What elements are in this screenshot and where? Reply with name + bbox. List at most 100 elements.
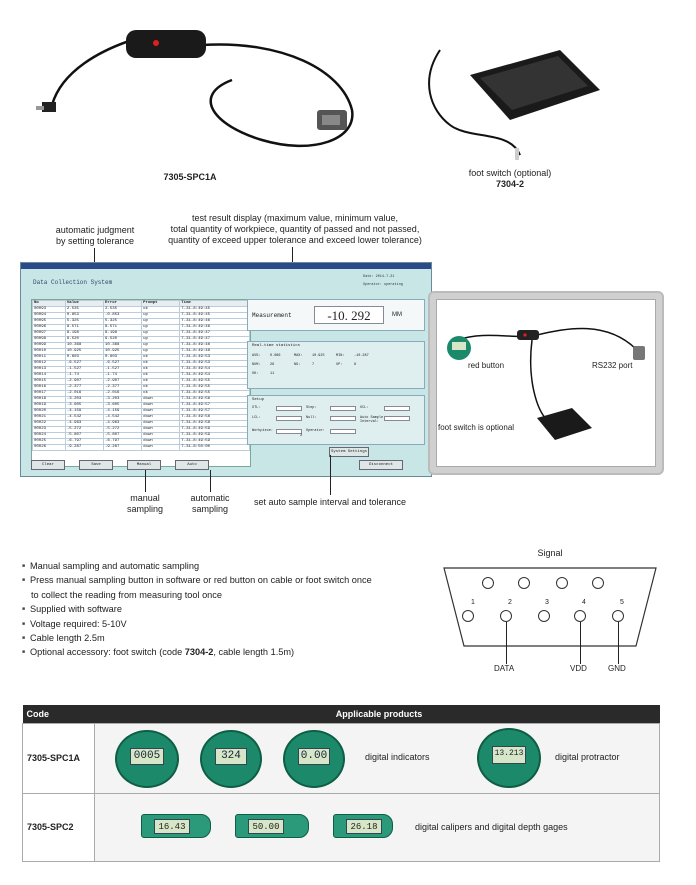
pin-number: 5	[620, 599, 624, 606]
operator-label: Operator: operating	[363, 283, 403, 287]
pin-5-lead	[618, 622, 619, 664]
stat-item: 7	[312, 363, 315, 367]
photo-label-red-button: red button	[468, 361, 505, 370]
row2-text: digital calipers and digital depth gages	[415, 821, 568, 832]
signal-title: Signal	[537, 548, 563, 558]
pin-top	[556, 577, 568, 589]
stat-item: NG:	[294, 363, 301, 367]
stat-item: AVG:	[252, 354, 261, 358]
table-cell: 7-31-8:50:00	[179, 444, 250, 451]
stats-title: Real-time statistics	[252, 344, 301, 348]
foot-switch-label: foot switch (optional)	[468, 168, 552, 178]
signal-data-label: DATA	[494, 664, 515, 673]
feature-item: Manual sampling and automatic sampling	[22, 560, 372, 574]
pin-top	[482, 577, 494, 589]
feature-accessory-prefix: Optional accessory: foot switch (code	[30, 647, 185, 658]
stat-item: -10.287	[354, 354, 369, 358]
manual-button[interactable]: Manual	[127, 460, 161, 470]
setup-label: Auto Sample Interval:	[360, 416, 384, 424]
measurement-panel: Measurement -10. 292 MM	[247, 299, 425, 331]
setup-input[interactable]	[330, 429, 356, 434]
auto-button[interactable]: Auto	[175, 460, 209, 470]
pin-3	[538, 610, 550, 622]
row2-products: 16.43 50.00 26.18 digital calipers and d…	[94, 792, 660, 862]
db9-connector-outline	[440, 560, 660, 652]
save-button[interactable]: Save	[79, 460, 113, 470]
pin-number: 3	[545, 599, 549, 606]
lcd-display: 50.00	[248, 818, 284, 834]
pin-4	[574, 610, 586, 622]
stat-item: MAX:	[294, 354, 303, 358]
stat-item: 11	[270, 372, 275, 376]
setup-input[interactable]	[330, 416, 356, 421]
disconnect-button[interactable]: Disconnect	[359, 460, 403, 470]
photo-label-rs232: RS232 port	[592, 361, 633, 370]
stat-item: MIN:	[336, 354, 345, 358]
table-header-products: Applicable products	[94, 705, 660, 723]
annotation-test-result-1: test result display (maximum value, mini…	[191, 213, 399, 223]
measurement-unit: MM	[392, 312, 402, 318]
row2-code: 7305-SPC2	[22, 792, 95, 862]
pin-5	[612, 610, 624, 622]
setup-input[interactable]	[276, 406, 302, 411]
pin-number: 1	[471, 599, 475, 606]
pin-number: 2	[508, 599, 512, 606]
table-cell: -9.287	[64, 444, 105, 451]
system-settings-button[interactable]: System Settings	[329, 447, 369, 457]
setup-label: UTL:	[252, 406, 261, 410]
feature-item: Cable length 2.5m	[22, 632, 372, 646]
setup-input[interactable]	[384, 406, 410, 411]
lcd-display: 16.43	[154, 818, 190, 834]
setup-input[interactable]	[276, 429, 302, 434]
setup-input[interactable]	[330, 406, 356, 411]
statistics-panel: Real-time statistics AVG: 0.086 MAX: 10.925…	[247, 341, 425, 389]
software-title: Data Collection System	[33, 279, 113, 286]
annotation-manual-1: manual	[130, 493, 160, 503]
feature-item: Press manual sampling button in software…	[22, 574, 372, 588]
row1-text-indicators: digital indicators	[365, 751, 430, 762]
signal-gnd-label: GND	[608, 664, 626, 673]
row1-products: 0005 324 0.00 digital indicators 13.213 …	[94, 722, 660, 794]
photo-label-foot-switch: foot switch is optional	[438, 423, 515, 432]
feature-continued-text: to collect the reading from measuring to…	[31, 589, 222, 600]
cable-label: 7305-SPC1A	[163, 172, 217, 182]
stat-item: 0.086	[270, 354, 281, 358]
annotation-manual-2: sampling	[126, 504, 164, 514]
pointer-line-settings	[330, 455, 331, 495]
indicator-image: 0005	[115, 729, 179, 788]
setup-label: Step:	[306, 406, 317, 410]
setup-interval-value: 2	[300, 434, 303, 438]
table-cell: 00026	[32, 444, 66, 451]
setup-panel: Setup UTL:Step:UCL:LCL:Null:Auto Sample …	[247, 395, 425, 445]
annotation-test-result-3: quantity of exceed upper tolerance and e…	[168, 235, 422, 245]
clear-button[interactable]: Clear	[31, 460, 65, 470]
cable-illustration	[22, 10, 372, 160]
setup-input[interactable]	[384, 416, 410, 421]
lcd-display: 13.213	[492, 746, 526, 765]
annotation-auto-1: automatic	[190, 493, 230, 503]
setup-label: Workpiece:	[252, 429, 274, 433]
connection-photo: red button RS232 port foot switch is opt…	[428, 291, 664, 475]
stat-item: 10.925	[312, 354, 325, 358]
stat-item: NUM:	[252, 363, 261, 367]
stat-item: 8	[354, 363, 357, 367]
table-header-code: Code	[22, 705, 95, 723]
setup-input[interactable]	[276, 416, 302, 421]
feature-item: Supplied with software	[22, 603, 372, 617]
stat-item: 26	[270, 363, 275, 367]
annotation-auto-2: sampling	[191, 504, 229, 514]
foot-switch-code: 7304-2	[495, 179, 525, 189]
pointer-line-auto	[210, 470, 211, 492]
signal-vdd-label: VDD	[570, 664, 587, 673]
feature-item-accessory: Optional accessory: foot switch (code 73…	[22, 646, 372, 660]
annotation-auto-judgment-2: by setting tolerance	[55, 236, 135, 246]
pin-2-lead	[506, 622, 507, 664]
setup-label: Null:	[306, 416, 317, 420]
